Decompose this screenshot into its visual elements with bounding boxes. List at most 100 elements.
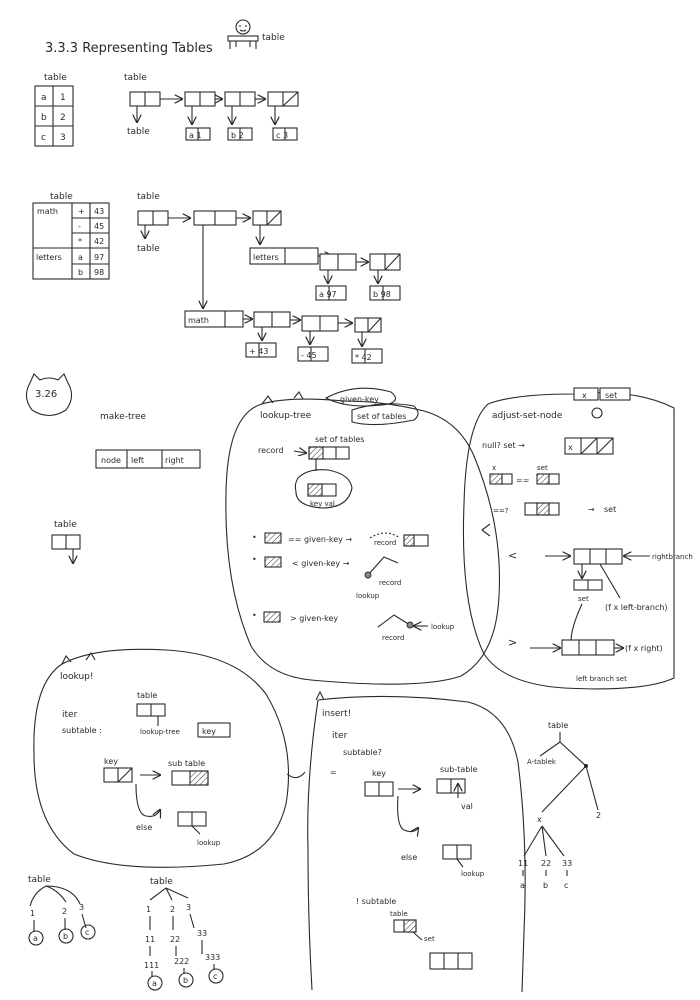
math-key-plus: +: [78, 207, 85, 216]
two-d-table-title: table: [50, 192, 73, 202]
letters-val-98: 98: [94, 268, 104, 277]
deep-l3-111: 111: [144, 961, 159, 970]
two-d-list-caption: table: [137, 244, 160, 254]
record-dashed-label: record: [374, 539, 396, 547]
sub-table-label: sub table: [168, 759, 205, 768]
leaf-33: 33: [562, 859, 572, 868]
record-lt-label: record: [379, 579, 401, 587]
bullet: •: [252, 555, 257, 564]
section-math: math: [37, 207, 58, 216]
f-left-branch: (f x left-branch): [605, 603, 668, 612]
simple-table-val-2: 2: [60, 113, 66, 123]
simple-list-caption: table: [127, 127, 150, 137]
letters-header-label: letters: [253, 253, 279, 262]
tree-small-b: b: [63, 932, 68, 941]
leftbranch-set-label: left branch set: [576, 675, 627, 683]
make-tree-label: make-tree: [100, 412, 147, 422]
two-d-list-title: table: [137, 192, 160, 202]
x-label: x: [492, 464, 496, 472]
insert-bang-section: insert! iter subtable? = key sub-table v…: [307, 690, 526, 993]
record-gt-label: record: [382, 634, 404, 642]
tree-deep-section: table 1 2 3 11 22 33 111 222 333 a b c: [144, 877, 224, 991]
adjust-set-node-section: x set adjust-set-node null? set → x x se…: [462, 387, 693, 690]
simple-table-key-c: c: [41, 133, 46, 143]
mascot-label: table: [262, 33, 285, 43]
eq-symbol: ==: [516, 476, 529, 485]
simple-table-key-a: a: [41, 93, 47, 103]
lt-symbol: <: [508, 549, 517, 562]
letters-val-97: 97: [94, 253, 104, 262]
math-header-label: math: [188, 316, 209, 325]
simple-table-val-3: 3: [60, 133, 66, 143]
lookup-tree-section: lookup-tree given-key set of tables set …: [225, 387, 500, 685]
deep-l3-222: 222: [174, 957, 189, 966]
deep-a: a: [152, 979, 157, 988]
gt-symbol: >: [508, 636, 517, 649]
tree-right-section: table A-tablek x 2 11 22 33 a b c: [518, 721, 601, 890]
insert-lookup-label: lookup: [461, 870, 485, 878]
math-key-minus: -: [78, 222, 81, 231]
lookup-call-label: lookup: [197, 839, 221, 847]
tree-small-section: table 1 2 3 a b c: [28, 875, 96, 946]
eq-sign: =: [330, 768, 337, 777]
two-d-table-section: table math + 43 - 45 * 42 letters a 97 b…: [32, 192, 401, 364]
deep-b: b: [183, 976, 188, 985]
lookup-lt-label: lookup: [356, 592, 380, 600]
else-label: else: [136, 823, 152, 832]
math-val-42: 42: [94, 237, 104, 246]
record-star-42: * 42: [355, 353, 372, 362]
insert-bang-title: insert!: [322, 709, 351, 719]
insert-table-label: table: [390, 910, 408, 918]
lookup-bang-section: lookup! table iter subtable : lookup-tre…: [33, 648, 306, 868]
gt-rule: > given-key: [290, 614, 338, 623]
lookup-gt-label: lookup: [431, 623, 455, 631]
table-header-label: table: [54, 520, 77, 530]
deep-l1-1: 1: [146, 905, 151, 914]
section-letters: letters: [36, 253, 62, 262]
setof-tables-label: set of tables: [315, 435, 364, 444]
deep-l2-22: 22: [170, 935, 180, 944]
simple-table-section: table a 1 b 2 c 3 table table a 1 b 2 c …: [34, 73, 299, 147]
letters-key-b: b: [78, 268, 83, 277]
subtable-label: subtable :: [62, 726, 102, 735]
deep-l1-3: 3: [186, 903, 191, 912]
lookup-tree-call: lookup-tree: [140, 728, 180, 736]
letters-key-a: a: [78, 253, 83, 262]
record-plus-43: + 43: [249, 347, 268, 356]
math-val-45: 45: [94, 222, 104, 231]
insert-iter-label: iter: [332, 731, 348, 741]
given-key-tag: given-key: [340, 395, 379, 404]
record-c3: c 3: [276, 131, 288, 140]
record-b2: b 2: [231, 131, 244, 140]
insert-set-label: set: [424, 935, 435, 943]
tree-small-a: a: [33, 934, 38, 943]
math-key-star: *: [78, 237, 82, 246]
exercise-326-section: 3.26 make-tree node left right table: [25, 373, 201, 563]
insert-sub-table-label: sub-table: [440, 765, 478, 774]
val-label: val: [461, 802, 473, 811]
rightbranch-label: rightbranch: [652, 553, 693, 561]
simple-table-title: table: [44, 73, 67, 83]
arrow-glyph: →: [588, 505, 595, 514]
simple-table-key-b: b: [41, 113, 47, 123]
deep-l2-11: 11: [145, 935, 155, 944]
f-x-right: (f x right): [625, 644, 663, 653]
bullet: •: [252, 533, 257, 542]
leaf-11: 11: [518, 859, 528, 868]
null-set-rule: null? set →: [482, 441, 525, 450]
record-a97: a 97: [319, 290, 337, 299]
key-box-label: key: [202, 727, 216, 736]
simple-table-val-1: 1: [60, 93, 66, 103]
insert-else-label: else: [401, 853, 417, 862]
adjust-set-node-title: adjust-set-node: [492, 411, 563, 421]
deep-l2-33: 33: [197, 929, 207, 938]
neq-symbol: ==?: [493, 507, 509, 515]
record-a1: a 1: [189, 131, 202, 140]
not-subtable-label: ! subtable: [356, 897, 396, 906]
bullet: •: [252, 611, 257, 620]
record-minus-45: - 45: [301, 351, 317, 360]
page-title: 3.3.3 Representing Tables: [45, 41, 213, 56]
left-cell: left: [131, 456, 144, 465]
tag-x: x: [582, 391, 587, 400]
